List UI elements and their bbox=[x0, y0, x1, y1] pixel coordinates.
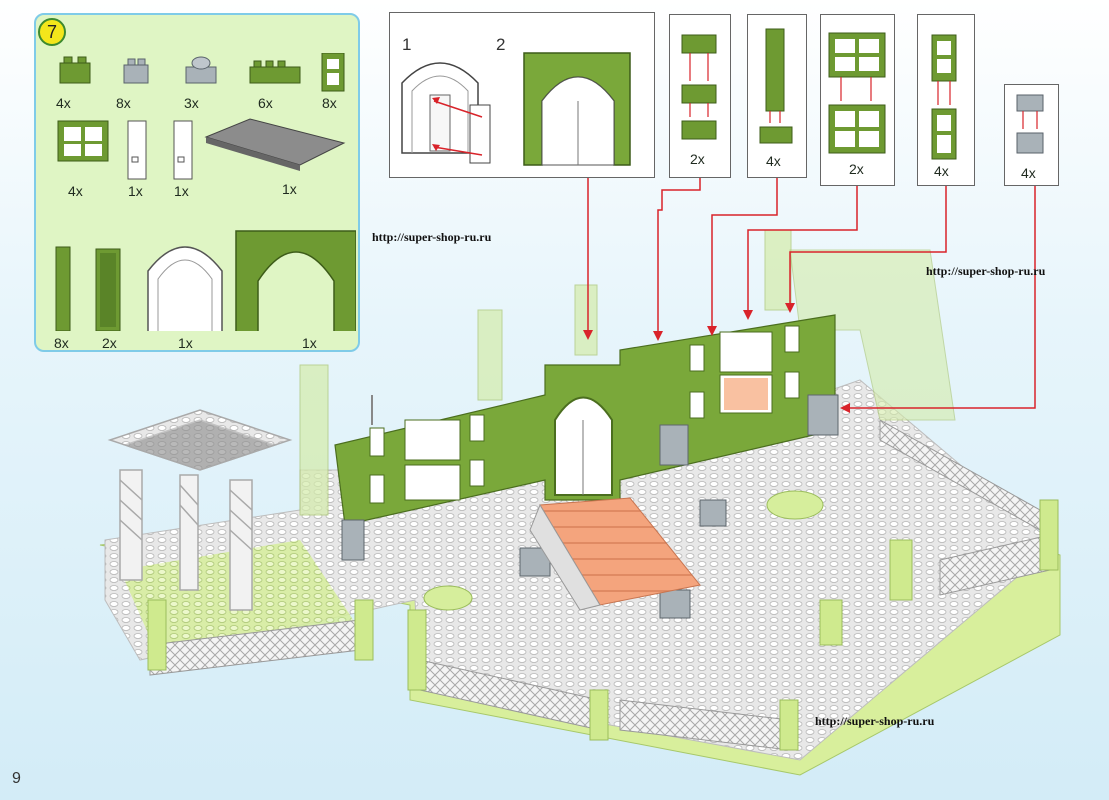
part-qty: 4x bbox=[56, 95, 71, 111]
column-illustration bbox=[759, 28, 793, 144]
page-number: 9 bbox=[12, 770, 21, 787]
step-number-badge: 7 bbox=[38, 18, 66, 46]
part-qty: 1x bbox=[174, 183, 189, 199]
subassembly-qty: 4x bbox=[1021, 165, 1036, 181]
parts-row-3-icons bbox=[55, 230, 356, 331]
gray-bricks bbox=[341, 394, 839, 619]
parts-row-1-icons bbox=[59, 53, 345, 92]
gray-bricks-illustration bbox=[1016, 94, 1044, 154]
part-qty: 1x bbox=[282, 181, 297, 197]
part-qty: 1x bbox=[178, 335, 193, 351]
door-assembly-illustration bbox=[401, 52, 631, 166]
white-door-icon bbox=[127, 120, 147, 180]
subassembly-box-windows: 2x bbox=[820, 14, 895, 186]
green-column-icon bbox=[55, 246, 71, 331]
watermark-url: http://super-shop-ru.ru bbox=[926, 264, 1046, 278]
green-brick-1x4-icon bbox=[249, 60, 301, 84]
part-qty: 4x bbox=[68, 183, 83, 199]
subassembly-box-window-bricks: 4x bbox=[917, 14, 975, 186]
watermark-url: http://super-shop-ru.ru bbox=[815, 714, 935, 728]
white-door-icon bbox=[173, 120, 193, 180]
assembly-arrows bbox=[587, 178, 1036, 409]
stacked-bricks-illustration bbox=[681, 34, 717, 140]
windows-illustration bbox=[828, 32, 886, 154]
stair-side bbox=[529, 503, 601, 611]
ghost-column bbox=[574, 284, 598, 356]
ghost-column bbox=[477, 309, 503, 401]
part-qty: 6x bbox=[258, 95, 273, 111]
subassembly-box-column: 4x bbox=[747, 14, 807, 178]
part-qty: 8x bbox=[116, 95, 131, 111]
white-arch-door-frame-icon bbox=[147, 246, 223, 331]
part-qty: 8x bbox=[322, 95, 337, 111]
subassembly-box-bricks: 2x bbox=[669, 14, 731, 178]
arrow-heads bbox=[583, 303, 850, 413]
window-bricks-illustration bbox=[931, 34, 957, 160]
ghost-column bbox=[299, 364, 329, 516]
substep-label: 2 bbox=[496, 35, 506, 54]
subassembly-qty: 2x bbox=[690, 151, 705, 167]
subassembly-box-gray-bricks: 4x bbox=[1004, 84, 1059, 186]
green-window-frame-icon bbox=[57, 120, 109, 162]
fence-posts bbox=[147, 499, 1059, 751]
ghost-column bbox=[764, 229, 792, 311]
planter bbox=[423, 585, 473, 611]
subassembly-qty: 2x bbox=[849, 161, 864, 177]
watermark-url: http://super-shop-ru.ru bbox=[372, 230, 492, 244]
subassembly-qty: 4x bbox=[766, 153, 781, 169]
window-glass-orange bbox=[724, 378, 768, 410]
green-brick-2x2-icon bbox=[59, 56, 91, 84]
green-tall-panel-icon bbox=[95, 248, 121, 331]
planter bbox=[766, 490, 824, 520]
part-qty: 8x bbox=[54, 335, 69, 351]
parts-row-2-icons bbox=[57, 118, 346, 180]
part-qty: 1x bbox=[302, 335, 317, 351]
gazebo bbox=[107, 409, 293, 611]
gray-base-plate-icon bbox=[204, 118, 346, 171]
green-window-brick-icon bbox=[321, 53, 345, 92]
gray-brick-1x2-icon bbox=[123, 58, 149, 84]
door-assembly-box: 1 2 bbox=[389, 12, 655, 178]
green-arch-icon bbox=[235, 230, 356, 331]
part-qty: 3x bbox=[184, 95, 199, 111]
part-qty: 2x bbox=[102, 335, 117, 351]
gray-round-tile-icon bbox=[185, 56, 217, 84]
subassembly-qty: 4x bbox=[934, 163, 949, 179]
parts-list-panel: 7 4x 8x 3x 6x 8x 4x 1x 1x 1x 8x 2x 1x 1x bbox=[34, 13, 360, 352]
substep-label: 1 bbox=[402, 35, 412, 54]
part-qty: 1x bbox=[128, 183, 143, 199]
